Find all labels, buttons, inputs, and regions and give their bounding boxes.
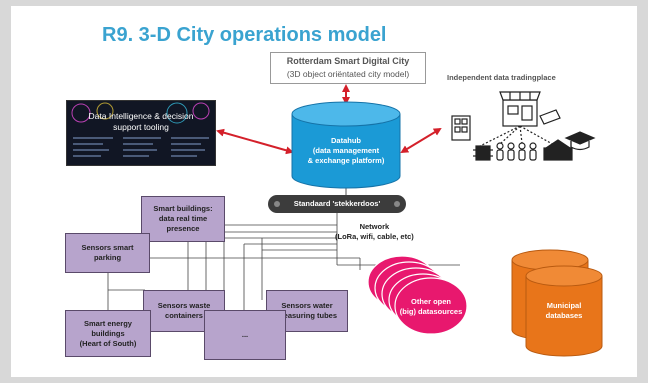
more-sensors-box: ... [204,310,286,360]
more-sensors-label: ... [241,330,249,339]
sensors-parking-box: Sensors smart parking [65,233,150,273]
open-datasources-label: Other open (big) datasources [395,297,467,317]
sensors-water-line2: measuring tubes [276,311,337,320]
school-icon [543,139,573,161]
sensors-water-line1: Sensors water [281,301,333,310]
sensors-waste-line1: Sensors waste [157,301,211,310]
standard-plug-bar: Standaard 'stekkerdoos' [268,195,406,213]
tooling-label-line1: Data Intelligence & decision [88,111,194,121]
plug-socket-left [274,201,280,207]
city-model-subtitle: (3D object oriëntated city model) [286,69,410,79]
datahub-label: Datahub (data management & exchange plat… [292,136,400,166]
dashboard-graphics [71,102,210,157]
plug-socket-right [394,201,400,207]
open-datasources-line2: (big) datasources [399,307,463,316]
arrow-tooling-datahub [216,128,294,155]
plug-label: Standaard 'stekkerdoos' [293,199,381,208]
smart-energy-box: Smart energy buildings (Heart of South) [65,310,151,357]
people-icon [496,142,537,161]
price-tag-icon [539,109,561,125]
smart-buildings-box: Smart buildings: data real time presence [141,196,225,242]
chip-icon [473,145,493,161]
smart-buildings-line1: Smart buildings: [153,204,213,213]
tooling-label-line2: support tooling [113,122,169,132]
network-label: Network (LoRa, wifi, cable, etc) [335,222,414,242]
page-title: R9. 3-D City operations model [102,24,387,46]
open-datasources-line1: Other open [410,297,451,306]
arrow-datahub-trading [400,127,442,154]
smart-energy-line2: buildings [91,328,125,338]
building-icon [451,115,471,141]
network-label-line2: (LoRa, wifi, cable, etc) [335,232,414,241]
city-model-title: Rotterdam Smart Digital City [286,56,410,66]
smart-energy-line1: Smart energy [84,318,132,328]
municipal-line2: databases [545,311,583,320]
datahub-label-line3: & exchange platform) [307,156,385,165]
smart-buildings-line2: data real time [158,214,208,223]
sensors-parking-line1: Sensors smart [81,243,134,252]
smart-energy-line3: (Heart of South) [79,338,137,348]
tooling-dashboard-image: Data Intelligence & decision support too… [66,100,216,166]
sensors-waste-line2: containers [165,311,203,320]
shop-icon [499,91,541,127]
datahub-label-line1: Datahub [331,136,361,145]
network-label-line1: Network [359,222,390,231]
municipal-databases-label: Municipal databases [526,301,602,321]
municipal-line1: Municipal [546,301,582,310]
city-model-box: Rotterdam Smart Digital City (3D object … [270,52,426,84]
graduation-cap-icon [564,131,596,151]
sensors-parking-line2: parking [93,253,122,262]
smart-buildings-line3: presence [166,224,200,233]
trading-place-label: Independent data tradingplace [447,73,556,82]
datahub-label-line2: (data management [312,146,380,155]
